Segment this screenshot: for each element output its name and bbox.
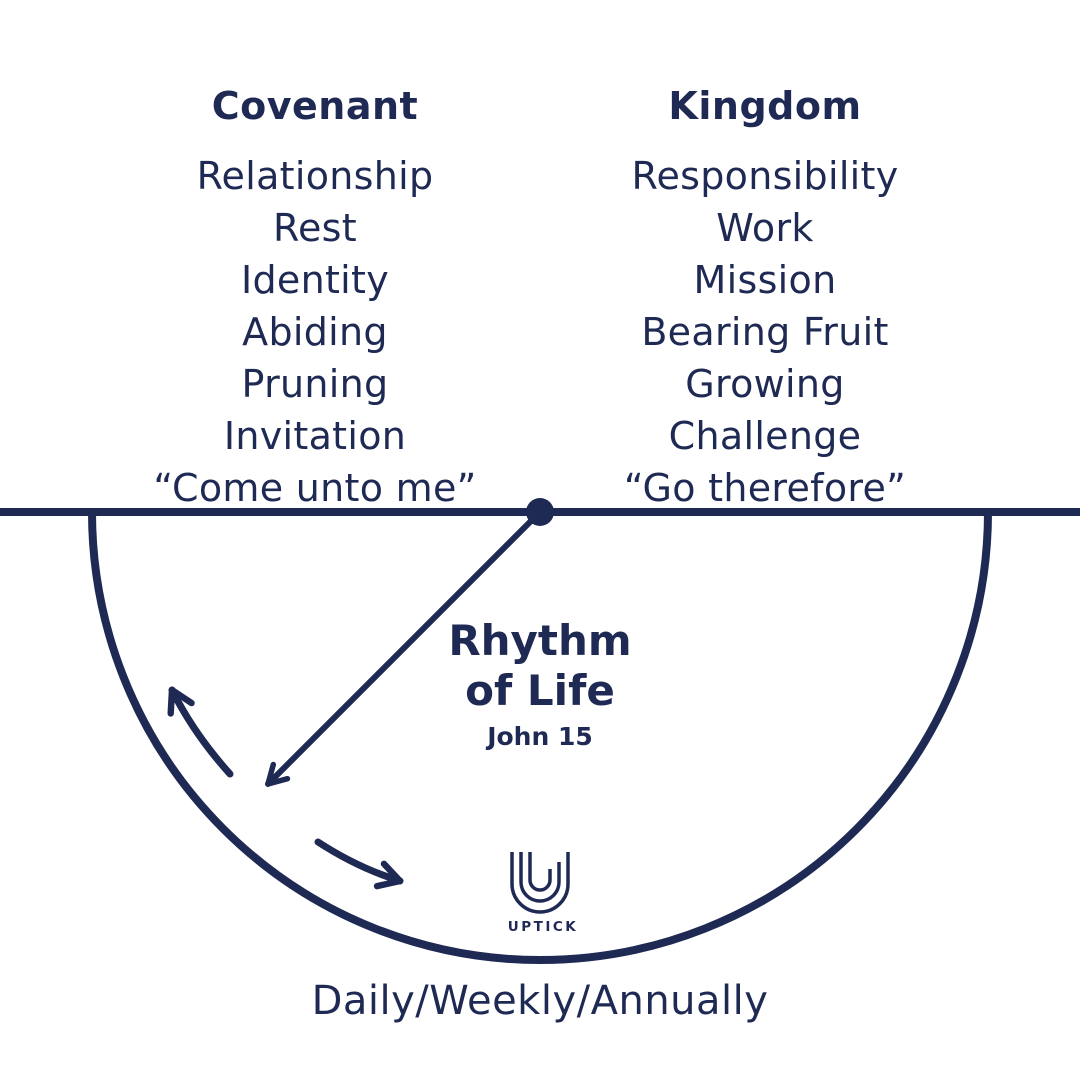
center-title-line1: Rhythm [448, 616, 632, 665]
swing-arrow-left-icon [167, 686, 234, 778]
kingdom-column: Kingdom Responsibility Work Mission Bear… [525, 84, 1005, 514]
kingdom-title: Kingdom [668, 84, 862, 128]
covenant-item: Identity [240, 258, 390, 302]
covenant-item: Relationship [196, 154, 434, 198]
pendulum-arrow [265, 509, 543, 787]
uptick-logo: UPTICK [508, 852, 578, 935]
swing-arrow-right-icon [314, 838, 404, 890]
center-title-block: Rhythm of Life John 15 [340, 616, 740, 751]
semicircle [88, 511, 992, 964]
covenant-item: Abiding [242, 310, 388, 354]
kingdom-item: Mission [693, 258, 837, 302]
footer-label: Daily/Weekly/Annually [311, 978, 769, 1024]
kingdom-item: Bearing Fruit [641, 310, 889, 354]
covenant-item: “Come unto me” [153, 466, 477, 510]
kingdom-item: Work [716, 206, 814, 250]
covenant-item: Pruning [241, 362, 389, 406]
kingdom-item: Growing [685, 362, 845, 406]
uptick-u-icon [510, 852, 570, 914]
kingdom-item: Responsibility [631, 154, 899, 198]
uptick-logo-text: UPTICK [508, 919, 578, 935]
covenant-title: Covenant [211, 84, 419, 128]
covenant-item: Invitation [223, 414, 407, 458]
covenant-column: Covenant Relationship Rest Identity Abid… [75, 84, 555, 514]
kingdom-item: “Go therefore” [623, 466, 907, 510]
covenant-item: Rest [273, 206, 357, 250]
center-subtitle: John 15 [487, 722, 593, 751]
kingdom-item: Challenge [668, 414, 862, 458]
center-title-line2: of Life [465, 666, 615, 715]
